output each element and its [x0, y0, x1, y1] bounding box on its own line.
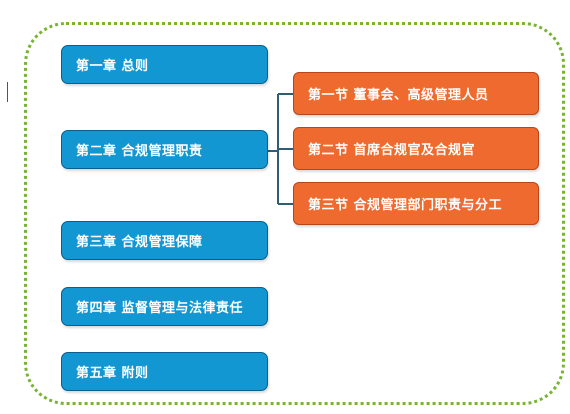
chapter-box-5: 第五章 附则	[61, 352, 268, 391]
section-label: 第一节 董事会、高级管理人员	[308, 88, 489, 103]
section-box-2: 第二节 首席合规官及合规官	[293, 127, 539, 170]
edge-tick-mark	[7, 82, 8, 102]
chapter-box-1: 第一章 总则	[61, 45, 268, 84]
chapter-box-4: 第四章 监督管理与法律责任	[61, 287, 268, 326]
chapter-box-3: 第三章 合规管理保障	[61, 221, 268, 260]
chapter-label: 第三章 合规管理保障	[76, 235, 203, 250]
chapter-box-2: 第二章 合规管理职责	[61, 130, 268, 169]
chapter-label: 第一章 总则	[76, 59, 149, 74]
section-label: 第二节 首席合规官及合规官	[308, 143, 476, 158]
chapter-label: 第四章 监督管理与法律责任	[76, 301, 244, 316]
section-label: 第三节 合规管理部门职责与分工	[308, 198, 503, 213]
dotted-border-frame	[24, 22, 565, 405]
section-box-1: 第一节 董事会、高级管理人员	[293, 72, 539, 115]
section-box-3: 第三节 合规管理部门职责与分工	[293, 182, 539, 225]
chapter-label: 第二章 合规管理职责	[76, 144, 203, 159]
chapter-label: 第五章 附则	[76, 366, 149, 381]
